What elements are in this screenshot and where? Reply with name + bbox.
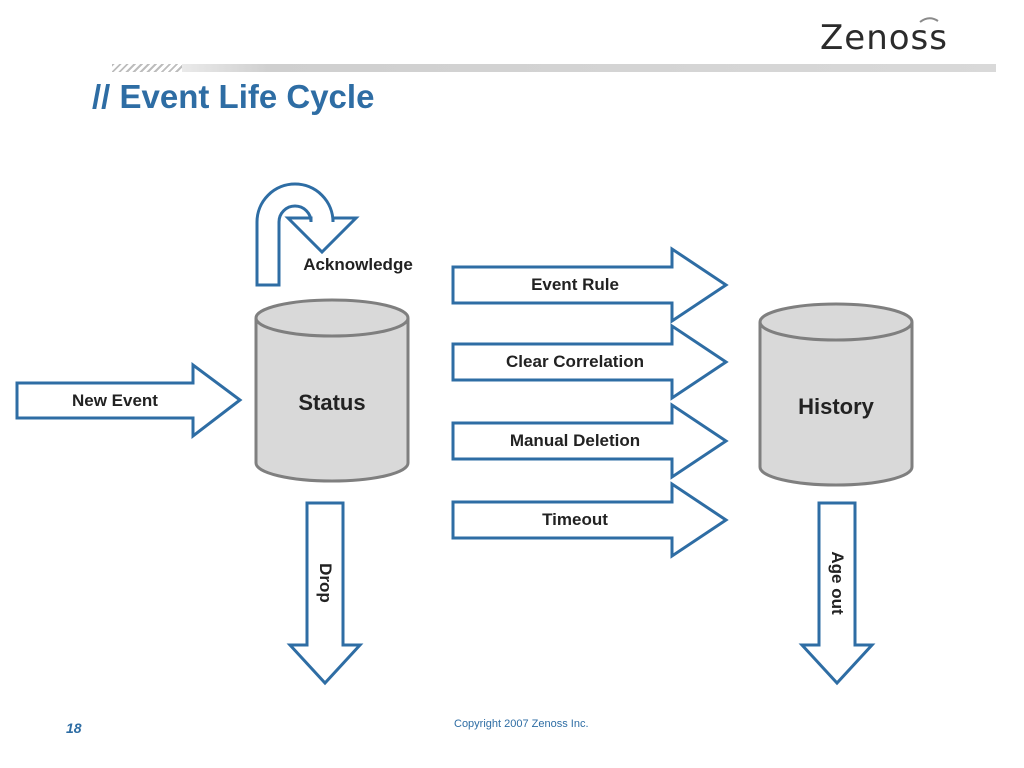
acknowledge-loop-arrow xyxy=(255,182,360,287)
copyright-notice: Copyright 2007 Zenoss Inc. xyxy=(454,718,589,730)
logo-swoosh-icon xyxy=(919,17,939,23)
manual-deletion-label: Manual Deletion xyxy=(509,431,641,450)
drop-label: Drop xyxy=(316,563,335,603)
slide-number: 18 xyxy=(66,720,82,736)
status-label: Status xyxy=(298,390,366,415)
history-label: History xyxy=(798,394,874,419)
drop-arrow xyxy=(286,501,364,686)
manual-deletion-arrow xyxy=(451,402,729,480)
event-rule-arrow xyxy=(451,246,729,324)
age-out-label: Age out xyxy=(828,551,847,615)
timeout-arrow xyxy=(451,481,729,559)
age-out-arrow xyxy=(798,501,876,686)
status-cylinder xyxy=(254,298,410,483)
new-event-label: New Event xyxy=(72,391,158,410)
event-rule-label: Event Rule xyxy=(531,275,619,294)
history-cylinder xyxy=(758,302,914,487)
acknowledge-label: Acknowledge xyxy=(303,255,413,274)
clear-correlation-arrow xyxy=(451,323,729,401)
title-rule xyxy=(112,64,996,72)
new-event-arrow xyxy=(15,362,243,440)
title-rule-stripes xyxy=(112,64,182,72)
zenoss-logo: Zenoss xyxy=(820,18,948,58)
page-title: // Event Life Cycle xyxy=(92,78,375,115)
timeout-label: Timeout xyxy=(542,510,608,529)
clear-correlation-label: Clear Correlation xyxy=(506,352,644,371)
